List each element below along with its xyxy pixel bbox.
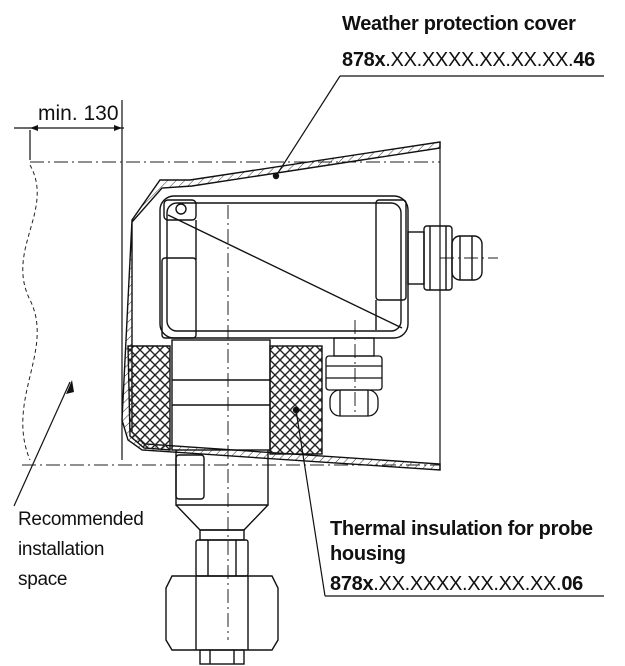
install-space-line3: space bbox=[18, 569, 67, 590]
weather-cover-code-prefix: 878x bbox=[342, 49, 385, 71]
thermal-insulation bbox=[127, 345, 323, 455]
probe-neck bbox=[165, 339, 279, 665]
leader-lines bbox=[13, 75, 604, 597]
weather-cover-code-middle: .XX.XXXX.XX.XX.XX. bbox=[385, 49, 573, 71]
weather-protection-cover bbox=[121, 141, 441, 471]
callout-insulation: Thermal insulation for probe housing 878… bbox=[330, 518, 593, 595]
weather-cover-title: Weather protection cover bbox=[342, 13, 576, 35]
dimension-min-130: min. 130 bbox=[14, 100, 124, 460]
insulation-title-line2: housing bbox=[330, 543, 406, 565]
probe-housing bbox=[159, 195, 409, 339]
insulation-code-suffix: 06 bbox=[561, 573, 583, 595]
insulation-code-middle: .XX.XXXX.XX.XX.XX. bbox=[373, 573, 561, 595]
cable-gland-bottom bbox=[325, 337, 383, 417]
weather-cover-code-suffix: 46 bbox=[573, 49, 595, 71]
break-line bbox=[22, 164, 38, 461]
insulation-code: 878x.XX.XXXX.XX.XX.XX.06 bbox=[330, 573, 583, 595]
insulation-title-line1: Thermal insulation for probe bbox=[330, 518, 593, 540]
dimension-label: min. 130 bbox=[38, 102, 119, 125]
callout-install-space: Recommended installation space bbox=[18, 509, 144, 590]
weather-cover-code: 878x.XX.XXXX.XX.XX.XX.46 bbox=[342, 49, 595, 71]
insulation-code-prefix: 878x bbox=[330, 573, 373, 595]
cable-gland-right bbox=[407, 225, 483, 291]
install-space-line2: installation bbox=[18, 539, 104, 560]
leader-arrowheads bbox=[66, 172, 300, 414]
callout-weather-cover: Weather protection cover 878x.XX.XXXX.XX… bbox=[342, 13, 595, 71]
install-space-line1: Recommended bbox=[18, 509, 144, 530]
centerlines bbox=[22, 161, 498, 640]
